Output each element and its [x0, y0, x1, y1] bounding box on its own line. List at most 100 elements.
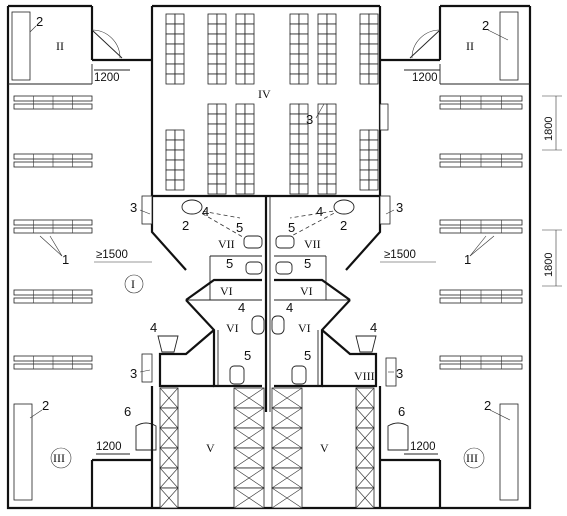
locker-cell — [289, 103, 300, 115]
label-zone-iii-left: III — [53, 451, 65, 465]
locker-cell — [216, 153, 227, 165]
dim-door-bottom-right: 1200 — [410, 441, 436, 453]
locker-cell — [174, 129, 185, 141]
locker-cell — [326, 123, 337, 135]
locker-cell — [216, 173, 227, 185]
dim-door-top-left: 1200 — [94, 72, 120, 84]
locker-diagonal — [159, 487, 179, 509]
outer-walls — [6, 4, 532, 510]
locker-cell — [317, 123, 328, 135]
locker-cell — [368, 53, 379, 65]
locker-cell — [174, 23, 185, 35]
locker-cell — [235, 53, 246, 65]
dimension-lines — [50, 95, 562, 469]
label-item-5-left-a: 5 — [236, 220, 243, 235]
locker-cell — [235, 63, 246, 75]
dim-door-top-right: 1200 — [412, 72, 438, 84]
label-item-3-right-lower: 3 — [396, 366, 403, 381]
locker-cell — [368, 149, 379, 161]
locker-cell — [165, 159, 176, 171]
locker-cell — [317, 143, 328, 155]
label-item-6-left: 6 — [124, 404, 131, 419]
locker-cell — [207, 143, 218, 155]
locker-cell — [207, 123, 218, 135]
locker-cell — [326, 63, 337, 75]
locker-cell — [244, 43, 255, 55]
labels: II II IV VII VII VI VI VI VI VIII V V I … — [36, 14, 555, 465]
locker-cell — [216, 73, 227, 85]
locker-cell — [174, 63, 185, 75]
label-item-5-right-a: 5 — [288, 220, 295, 235]
label-item-2-top-left: 2 — [36, 14, 43, 29]
locker-cell — [359, 13, 370, 25]
locker-diagonal — [159, 427, 179, 449]
locker-cell — [326, 153, 337, 165]
dim-bench-spacing-bottom: 1800 — [543, 253, 555, 277]
room-iv-lockers — [165, 13, 379, 195]
locker-cell — [289, 123, 300, 135]
locker-cell — [298, 153, 309, 165]
locker-cell — [174, 169, 185, 181]
label-zone-vi-right-upper: VI — [300, 284, 313, 298]
locker-cell — [244, 103, 255, 115]
locker-cell — [165, 179, 176, 191]
locker-cell — [216, 53, 227, 65]
locker-cell — [235, 43, 246, 55]
locker-cell — [216, 43, 227, 55]
locker-cell — [235, 113, 246, 125]
locker-cell — [289, 33, 300, 45]
label-item-4-right-upper: 4 — [316, 204, 323, 219]
locker-cell — [244, 53, 255, 65]
locker-cell — [326, 43, 337, 55]
locker-cell — [298, 33, 309, 45]
locker-cell — [289, 183, 300, 195]
locker-cell — [165, 73, 176, 85]
locker-cell — [235, 23, 246, 35]
locker-cell — [244, 23, 255, 35]
locker-cell — [289, 113, 300, 125]
locker-cell — [216, 63, 227, 75]
label-zone-v-left: V — [206, 441, 215, 455]
label-item-2-bottom-right: 2 — [484, 398, 491, 413]
locker-cell — [289, 23, 300, 35]
dim-passage-left: ≥1500 — [96, 249, 128, 261]
locker-cell — [207, 163, 218, 175]
locker-cell — [216, 143, 227, 155]
label-zone-iii-right: III — [466, 451, 478, 465]
label-item-2-left-mid: 2 — [182, 218, 189, 233]
locker-cell — [235, 163, 246, 175]
locker-cell — [174, 73, 185, 85]
locker-cell — [289, 13, 300, 25]
locker-cell — [174, 53, 185, 65]
locker-diagonal — [355, 427, 375, 449]
label-item-2-right-mid: 2 — [340, 218, 347, 233]
locker-cell — [317, 23, 328, 35]
locker-diagonal — [271, 387, 303, 409]
locker-cell — [216, 13, 227, 25]
locker-cell — [207, 153, 218, 165]
locker-diagonal — [233, 447, 265, 469]
locker-cell — [298, 43, 309, 55]
dim-passage-right: ≥1500 — [384, 249, 416, 261]
locker-cell — [359, 159, 370, 171]
label-item-3-iv: 3 — [306, 112, 313, 127]
locker-cell — [368, 169, 379, 181]
label-zone-i: I — [131, 277, 135, 291]
locker-diagonal — [159, 447, 179, 469]
locker-cell — [298, 73, 309, 85]
locker-cell — [326, 13, 337, 25]
label-item-4-right-low: 4 — [370, 320, 377, 335]
locker-cell — [216, 23, 227, 35]
locker-cell — [216, 133, 227, 145]
locker-cell — [207, 73, 218, 85]
locker-cell — [174, 179, 185, 191]
toilets — [229, 235, 307, 385]
label-item-4-left-upper: 4 — [202, 204, 209, 219]
locker-cell — [207, 13, 218, 25]
locker-cell — [368, 139, 379, 151]
locker-cell — [216, 103, 227, 115]
leader-lines — [29, 25, 511, 421]
locker-cell — [368, 63, 379, 75]
locker-cell — [289, 73, 300, 85]
locker-cell — [174, 43, 185, 55]
